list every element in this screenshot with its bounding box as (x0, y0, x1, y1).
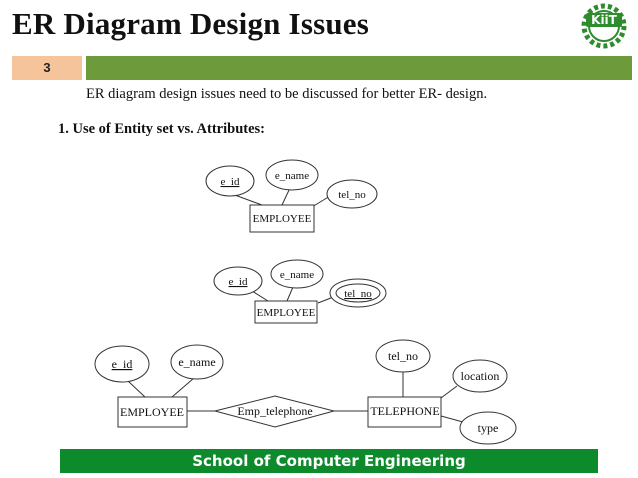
diagram3-attr-location (452, 359, 508, 393)
diagram3-attr-type (459, 411, 517, 445)
diagram1-attr-id (205, 165, 255, 197)
diagram1-attr-name-label: e_name (275, 170, 309, 182)
diagram3-relationship (213, 395, 336, 428)
diagram1-attr-tel (326, 179, 378, 209)
footer-text: School of Computer Engineering (192, 452, 466, 470)
header-bar (86, 56, 632, 80)
diagram3-entity-employee (117, 396, 188, 428)
section-heading: 1. Use of Entity set vs. Attributes: (58, 121, 266, 137)
diagram3-attr-location-label: location (461, 369, 500, 383)
diagram2-entity (254, 300, 318, 324)
diagram3-attr-name (170, 344, 224, 380)
diagram3-entity-employee-label: EMPLOYEE (120, 405, 184, 419)
footer-bar: School of Computer Engineering (60, 449, 598, 473)
diagram2-attr-id-label: e_id (229, 276, 248, 288)
diagram3-attr-name-label: e_name (178, 355, 215, 369)
diagram1-attr-tel-label: tel_no (338, 189, 366, 201)
kiit-logo: KiiT (581, 3, 627, 49)
diagram3-entity-telephone (367, 396, 442, 428)
diagram-1 (205, 159, 378, 233)
diagram-3 (94, 339, 517, 445)
diagram-2 (213, 259, 387, 324)
diagram2-attr-tel-inner (335, 283, 381, 303)
page-number-box: 3 (12, 56, 82, 80)
diagram3-entity-telephone-label: TELEPHONE (370, 404, 439, 418)
diagram3-attr-tel-label: tel_no (388, 349, 418, 363)
diagram2-attr-name-label: e_name (280, 269, 314, 281)
diagram1-attr-id-label: e_id (221, 176, 240, 188)
diagram2-attr-name (270, 259, 324, 289)
diagram2-attr-tel-label: tel_no (344, 288, 372, 300)
slide-title: ER Diagram Design Issues (12, 6, 370, 41)
page-number: 3 (43, 60, 51, 75)
diagram3-attr-id (94, 345, 150, 383)
diagram2-entity-label: EMPLOYEE (257, 307, 316, 319)
logo-gear-icon (581, 3, 627, 49)
diagram1-entity (249, 204, 315, 233)
diagram1-attr-name (265, 159, 319, 191)
diagram2-attr-id (213, 266, 263, 296)
intro-text: ER diagram design issues need to be disc… (86, 86, 488, 102)
diagram3-attr-id-label: e_id (112, 357, 133, 371)
diagram3-attr-type-label: type (478, 421, 499, 435)
diagram3-relationship-label: Emp_telephone (237, 404, 312, 418)
diagram1-entity-label: EMPLOYEE (253, 213, 312, 225)
logo-text: KiiT (591, 13, 618, 27)
diagram3-attr-tel (375, 339, 431, 373)
